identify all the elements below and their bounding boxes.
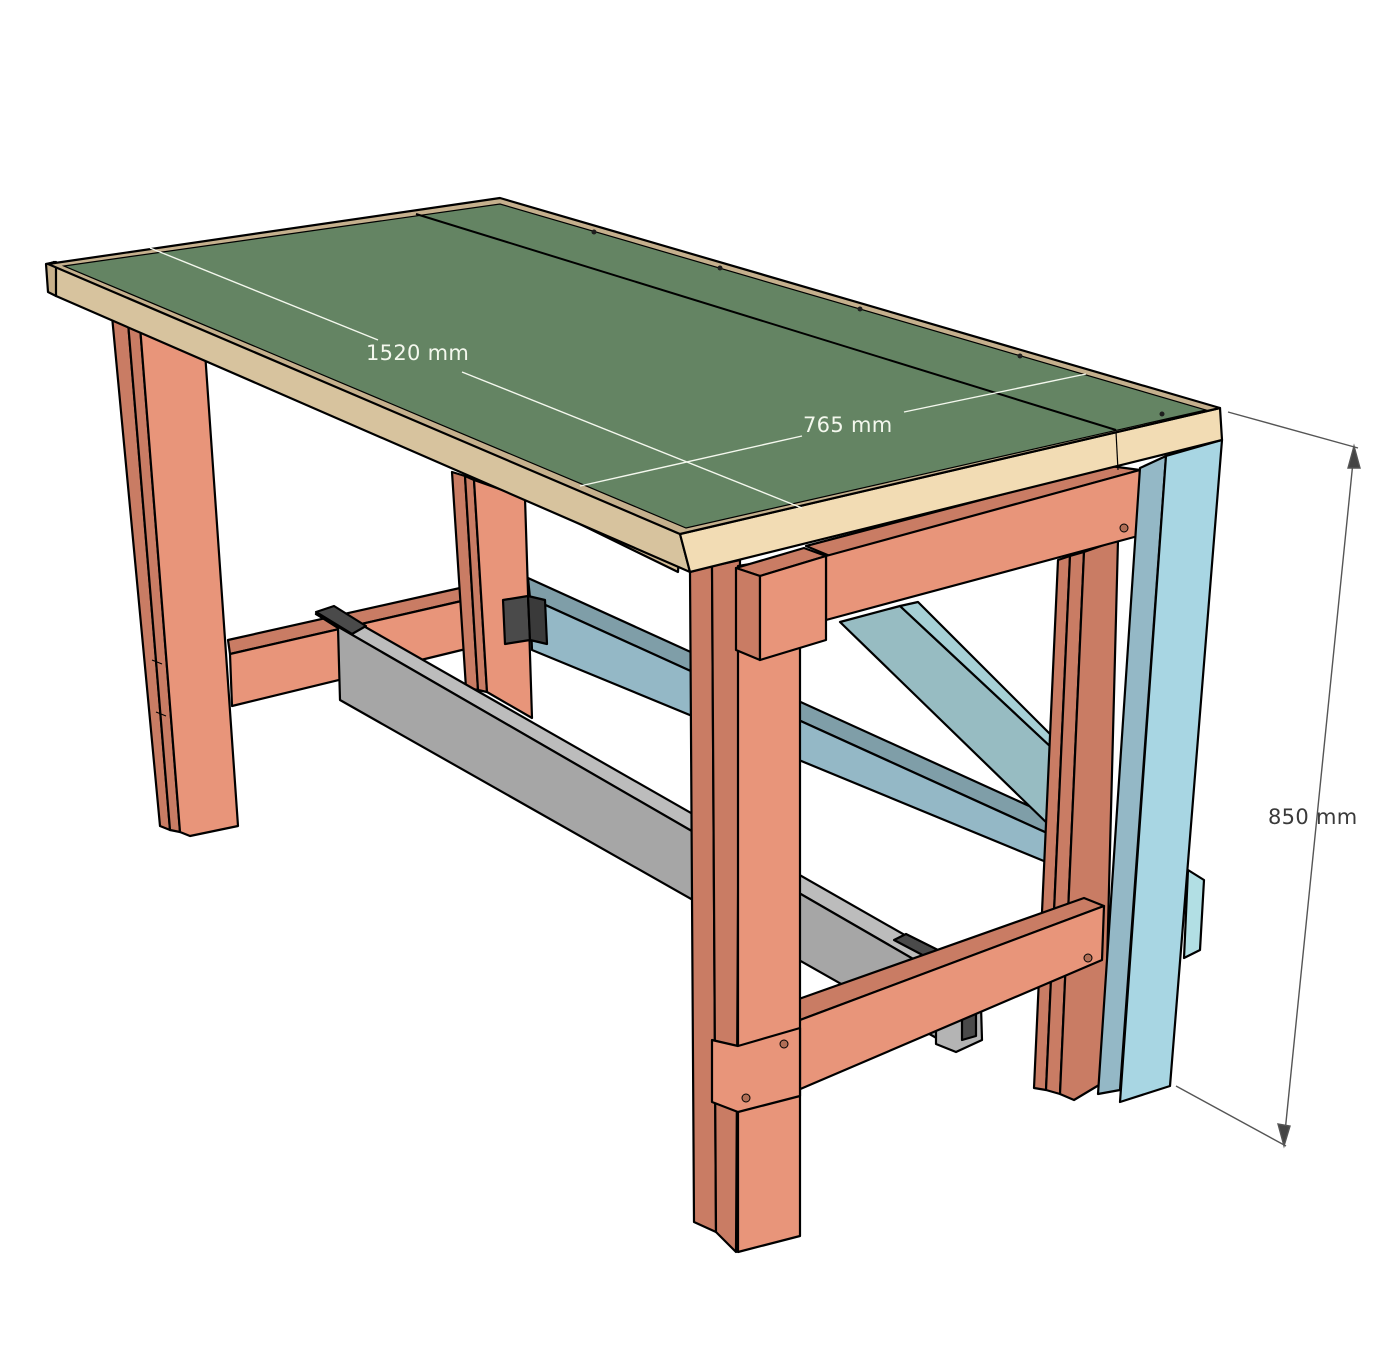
dimension-width — [579, 373, 1087, 487]
dimension-height-label: 850 mm — [1268, 805, 1358, 829]
angle-bracket — [501, 594, 549, 646]
dimension-length-label: 1520 mm — [366, 341, 470, 365]
back-left-leg — [110, 314, 240, 838]
end-rail-lower — [794, 896, 1106, 1092]
tabletop — [44, 196, 1224, 574]
dimension-width-label: 765 mm — [803, 413, 893, 437]
front-upper-block — [734, 546, 828, 662]
front-right-leg — [688, 554, 802, 1254]
back-middle-leg — [450, 470, 534, 720]
front-lower-cleat — [710, 1026, 802, 1114]
screw-dots — [591, 229, 1165, 417]
blue-end-leg — [1096, 438, 1224, 1104]
dimension-height — [1175, 411, 1361, 1149]
dimension-length — [149, 247, 803, 509]
